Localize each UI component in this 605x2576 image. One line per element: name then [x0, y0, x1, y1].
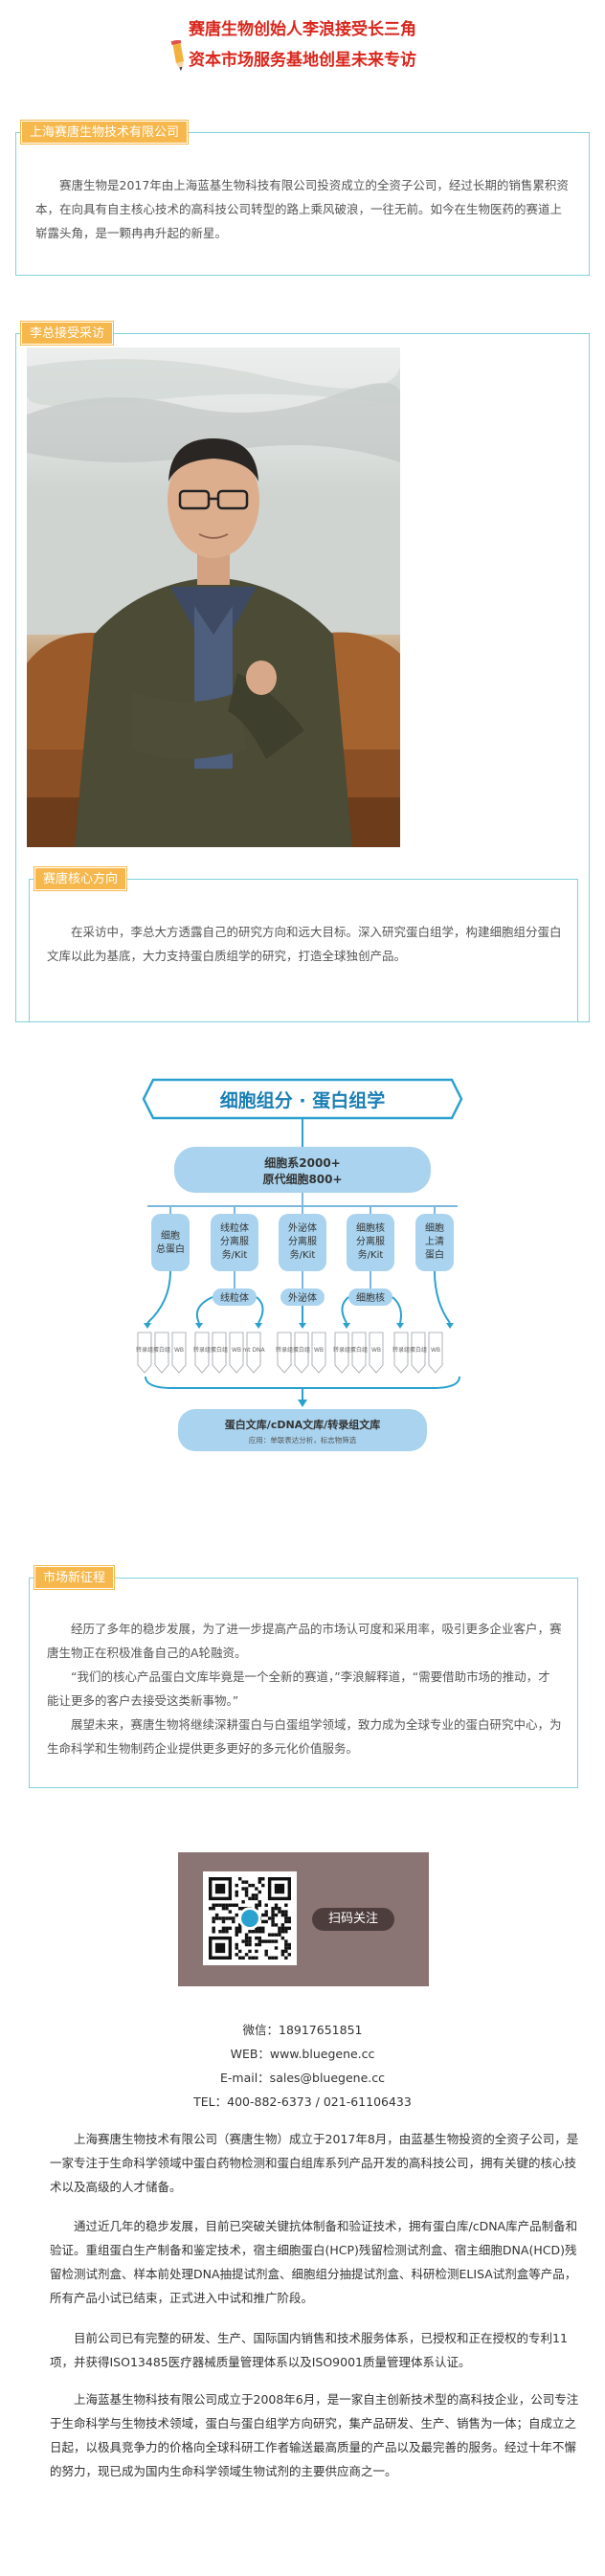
svg-text:务/Kit: 务/Kit — [358, 1248, 384, 1261]
sample-tube-label: WB — [232, 1347, 241, 1354]
core-direction-tag: 赛唐核心方向 — [33, 866, 128, 891]
sample-tube-label: 转录组 — [392, 1346, 410, 1354]
sample-tube: 蛋白组 — [350, 1332, 368, 1374]
core-direction-box: 在采访中，李总大方透露自己的研究方向和远大目标。深入研究蛋白组学，构建细胞组分蛋… — [29, 879, 578, 1022]
sample-tube-label: 转录组 — [193, 1346, 211, 1354]
market-paragraph-2: “我们的核心产品蛋白文库毕竟是一个全新的赛道，”李浪解释道，“需要借助市场的推动… — [47, 1669, 550, 1708]
company-profile-paragraph-2: 通过近几年的稳步发展，目前已突破关键抗体制备和验证技术，拥有蛋白库/cDNA库产… — [50, 2219, 578, 2305]
primary-cell-count: 原代细胞800+ — [262, 1172, 342, 1186]
sample-tube-label: mt DNA — [242, 1347, 265, 1354]
interview-photo-illustration — [27, 347, 400, 847]
qr-card[interactable]: 扫码关注 — [178, 1852, 429, 1986]
svg-text:蛋白: 蛋白 — [425, 1248, 444, 1261]
contact-tel: TEL：400-882-6373 / 021-61106433 — [193, 2094, 412, 2109]
interview-photo — [27, 347, 400, 847]
interview-tag: 李总接受采访 — [19, 321, 115, 346]
contact-web[interactable]: WEB：www.bluegene.cc — [230, 2047, 375, 2061]
article-header: 赛唐生物创始人李浪接受长三角 资本市场服务基地创星未来专访 — [0, 10, 605, 77]
exosome-box — [279, 1214, 326, 1271]
svg-text:细胞核: 细胞核 — [356, 1221, 385, 1234]
market-tag: 市场新征程 — [33, 1565, 116, 1590]
qr-code-image — [209, 1877, 291, 1960]
mitochondria-pill — [213, 1288, 257, 1306]
svg-text:细胞: 细胞 — [425, 1221, 444, 1234]
total-protein-line2: 总蛋白 — [156, 1243, 185, 1255]
sample-tube-label: 转录组 — [333, 1346, 350, 1354]
sample-tube: WB — [428, 1332, 443, 1374]
company-profile-paragraph-4: 上海蓝基生物科技有限公司成立于2008年6月，是一家自主创新技术型的高科技企业，… — [50, 2392, 579, 2478]
total-protein-box — [151, 1214, 190, 1271]
sample-tube: 转录组 — [392, 1332, 410, 1374]
nucleus-box — [347, 1214, 394, 1271]
header-title-line2: 资本市场服务基地创星未来专访 — [189, 51, 416, 70]
header-title-line1: 赛唐生物创始人李浪接受长三角 — [189, 20, 416, 39]
svg-text:分离服: 分离服 — [220, 1235, 249, 1247]
exosome-pill — [280, 1288, 325, 1306]
sample-tube: 蛋白组 — [293, 1332, 310, 1374]
library-title: 蛋白文库/cDNA文库/转录组文库 — [225, 1418, 380, 1431]
sample-tube-label: 蛋白组 — [293, 1346, 310, 1354]
sample-tube-label: 蛋白组 — [410, 1346, 427, 1354]
core-direction-text: 在采访中，李总大方透露自己的研究方向和远大目标。深入研究蛋白组学，构建细胞组分蛋… — [47, 925, 562, 963]
svg-text:务/Kit: 务/Kit — [222, 1248, 248, 1261]
sample-tube-label: 转录组 — [276, 1346, 293, 1354]
svg-text:务/Kit: 务/Kit — [290, 1248, 316, 1261]
sample-tube: mt DNA — [242, 1332, 266, 1374]
pill-label: 线粒体 — [220, 1291, 249, 1304]
supernatant-box — [415, 1214, 454, 1271]
diagram-title: 细胞组分 · 蛋白组学 — [220, 1089, 385, 1111]
company-intro-tag: 上海赛唐生物技术有限公司 — [19, 120, 190, 145]
library-application: 应用：单联表达分析，标志物筛选 — [249, 1435, 357, 1445]
sample-tube-label: 蛋白组 — [350, 1346, 368, 1354]
scan-follow-button[interactable]: 扫码关注 — [312, 1908, 394, 1931]
library-box — [178, 1409, 427, 1451]
svg-text:上清: 上清 — [425, 1235, 444, 1247]
total-protein-line1: 细胞 — [161, 1229, 180, 1242]
sample-tube: 转录组 — [193, 1332, 211, 1374]
svg-text:分离服: 分离服 — [356, 1235, 385, 1247]
sample-tube-label: WB — [174, 1347, 184, 1354]
contact-email[interactable]: E-mail：sales@bluegene.cc — [219, 2071, 385, 2085]
pill-label: 外泌体 — [288, 1291, 317, 1304]
company-intro-box: 赛唐生物是2017年由上海蓝基生物科技有限公司投资成立的全资子公司，经过长期的销… — [15, 132, 590, 276]
cell-fraction-proteomics-diagram: 细胞组分 · 蛋白组学 细胞系2000+ 原代细胞800+ 细胞 总蛋白 线粒体… — [136, 1078, 463, 1451]
sample-tube: WB — [171, 1332, 187, 1374]
contact-wechat: 微信：18917651851 — [242, 2023, 363, 2037]
market-paragraph-3: 展望未来，赛唐生物将继续深耕蛋白与白蛋组学领域，致力成为全球专业的蛋白研究中心，… — [47, 1717, 562, 1756]
mitochondria-box — [211, 1214, 258, 1271]
sample-tube-label: WB — [431, 1347, 440, 1354]
diagram-title-frame — [142, 1078, 463, 1120]
pill-label: 细胞核 — [356, 1291, 385, 1304]
sample-tube: 转录组 — [333, 1332, 350, 1374]
sample-tube: WB — [369, 1332, 384, 1374]
cell-line-count: 细胞系2000+ — [264, 1155, 340, 1170]
sample-tube-label: WB — [314, 1347, 324, 1354]
company-profile-paragraph-3: 目前公司已有完整的研发、生产、国际国内销售和技术服务体系，已授权和正在授权的专利… — [50, 2331, 568, 2369]
qr-code[interactable] — [203, 1871, 297, 1965]
company-intro-text: 赛唐生物是2017年由上海蓝基生物科技有限公司投资成立的全资子公司，经过长期的销… — [35, 178, 569, 240]
sample-tube: 蛋白组 — [211, 1332, 228, 1374]
sample-tube-label: 转录组 — [136, 1346, 153, 1354]
sample-tube: 蛋白组 — [410, 1332, 427, 1374]
sample-tube-label: 蛋白组 — [211, 1346, 228, 1354]
sample-tube: 转录组 — [136, 1332, 153, 1374]
sample-tube: WB — [311, 1332, 326, 1374]
pencil-icon — [170, 40, 184, 71]
cell-line-box — [174, 1147, 431, 1193]
sample-tube: WB — [229, 1332, 244, 1374]
sample-tube: 转录组 — [276, 1332, 293, 1374]
svg-text:分离服: 分离服 — [288, 1235, 317, 1247]
market-paragraph-1: 经历了多年的稳步发展，为了进一步提高产品的市场认可度和采用率，吸引更多企业客户，… — [47, 1622, 562, 1660]
market-box: 经历了多年的稳步发展，为了进一步提高产品的市场认可度和采用率，吸引更多企业客户，… — [29, 1578, 578, 1788]
sample-tube-label: WB — [371, 1347, 381, 1354]
svg-text:线粒体: 线粒体 — [220, 1221, 249, 1234]
company-profile-paragraph-1: 上海赛唐生物技术有限公司（赛唐生物）成立于2017年8月，由蓝基生物投资的全资子… — [50, 2132, 579, 2194]
sample-tube: 蛋白组 — [153, 1332, 170, 1374]
sample-tube-label: 蛋白组 — [153, 1346, 170, 1354]
svg-text:外泌体: 外泌体 — [288, 1221, 317, 1234]
nucleus-pill — [348, 1288, 392, 1306]
